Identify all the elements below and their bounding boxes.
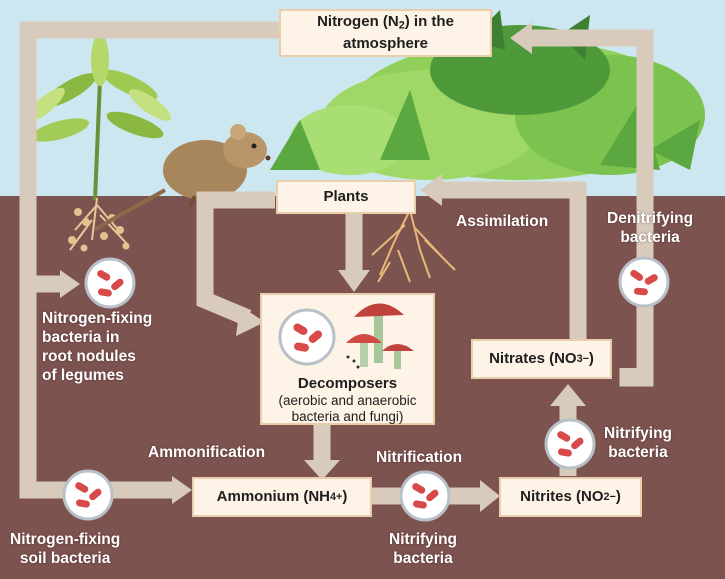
bacteria-icon-root-nodules bbox=[84, 257, 136, 309]
root-nodules-label: Nitrogen-fixing bacteria in root nodules… bbox=[42, 310, 153, 384]
nitrifying-bacteria-right-label: Nitrifying bacteria bbox=[604, 425, 673, 461]
bacteria-icon-nitrifying-right bbox=[544, 418, 596, 470]
denitrifying-bacteria-label: Denitrifying bacteria bbox=[607, 210, 694, 246]
decomposer-bacteria-icon bbox=[278, 308, 336, 366]
arrow-heads bbox=[60, 22, 586, 512]
nitrification-label: Nitrification bbox=[376, 449, 463, 466]
grass-foliage bbox=[270, 10, 705, 180]
atmosphere-line1: Nitrogen (N2) in the bbox=[317, 13, 454, 32]
decomposers-desc-line1: (aerobic and anaerobic bbox=[278, 393, 417, 408]
decomposers-illustration bbox=[278, 303, 414, 369]
decomposers-desc-line2: bacteria and fungi) bbox=[291, 409, 404, 424]
bacteria-icon-denitrifying bbox=[618, 256, 670, 308]
mushroom-icon bbox=[346, 303, 414, 369]
nitrifying-bacteria-bottom-label: Nitrifying bacteria bbox=[389, 531, 458, 567]
decomposers-title: Decomposers bbox=[297, 375, 398, 392]
plants-box: Plants bbox=[276, 180, 416, 214]
plants-label: Plants bbox=[323, 188, 369, 205]
plant-roots bbox=[371, 209, 456, 283]
soil-bacteria-label: Nitrogen-fixing soil bacteria bbox=[10, 531, 121, 567]
atmosphere-line2: atmosphere bbox=[342, 34, 429, 52]
bacteria-icon-nitrifying-bottom bbox=[399, 470, 451, 522]
assimilation-label: Assimilation bbox=[456, 213, 549, 230]
decomposers-box: Decomposers (aerobic and anaerobic bacte… bbox=[260, 293, 435, 425]
ammonification-label: Ammonification bbox=[148, 444, 266, 461]
atmosphere-box: Nitrogen (N2) in the atmosphere bbox=[279, 9, 492, 57]
mouse bbox=[93, 124, 271, 232]
bacteria-icon-soil bbox=[62, 469, 114, 521]
